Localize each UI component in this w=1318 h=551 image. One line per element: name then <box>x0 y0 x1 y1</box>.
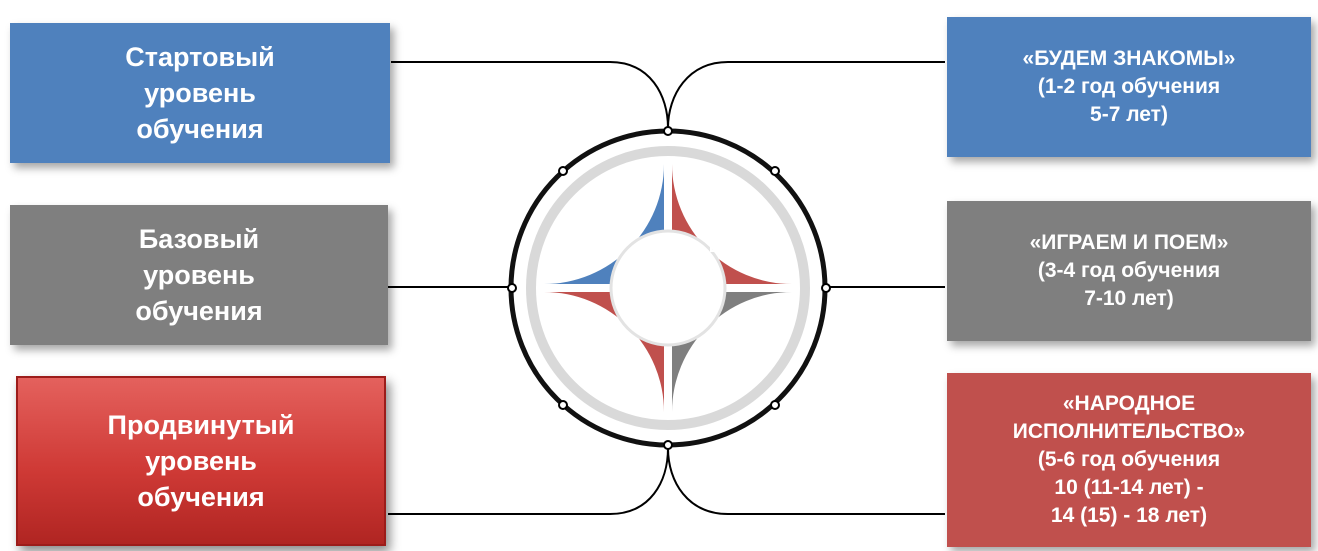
program-3-label: «НАРОДНОЕ ИСПОЛНИТЕЛЬСТВО» (5-6 год обуч… <box>1012 392 1246 527</box>
ring-dot <box>770 166 780 176</box>
ring-dot <box>821 283 831 293</box>
connector-edu-3 <box>667 447 945 515</box>
inner-ring <box>526 146 810 430</box>
ring-dot <box>507 283 517 293</box>
clock-icon <box>713 334 759 380</box>
center-disc <box>609 229 727 347</box>
connector-advanced <box>388 447 669 515</box>
connector-edu-1 <box>667 61 945 129</box>
program-1-label: «БУДЕМ ЗНАКОМЫ» (1-2 год обучения 5-7 ле… <box>1022 47 1236 126</box>
program-3-box: «НАРОДНОЕ ИСПОЛНИТЕЛЬСТВО» (5-6 год обуч… <box>947 373 1311 547</box>
ring-dot <box>558 400 568 410</box>
base-level-box: Базовый уровень обучения <box>10 205 388 345</box>
start-level-label: Стартовый уровень обучения <box>125 42 275 144</box>
base-level-label: Базовый уровень обучения <box>135 224 263 326</box>
globe-icon <box>573 205 619 251</box>
ring-dot <box>663 440 673 450</box>
connector-start <box>391 61 669 129</box>
ring-dot <box>663 126 673 136</box>
program-2-box: «ИГРАЕМ И ПОЕМ» (3-4 год обучения 7-10 л… <box>947 201 1311 341</box>
advanced-level-label: Продвинутый уровень обучения <box>107 410 295 512</box>
folder-icon <box>585 337 642 381</box>
binders-icon <box>710 202 755 252</box>
program-2-label: «ИГРАЕМ И ПОЕМ» (3-4 год обучения 7-10 л… <box>1029 231 1229 310</box>
program-1-box: «БУДЕМ ЗНАКОМЫ» (1-2 год обучения 5-7 ле… <box>947 17 1311 157</box>
start-level-box: Стартовый уровень обучения <box>10 23 390 163</box>
advanced-level-box: Продвинутый уровень обучения <box>16 376 386 546</box>
ring-dot <box>558 166 568 176</box>
ring-dot <box>770 400 780 410</box>
